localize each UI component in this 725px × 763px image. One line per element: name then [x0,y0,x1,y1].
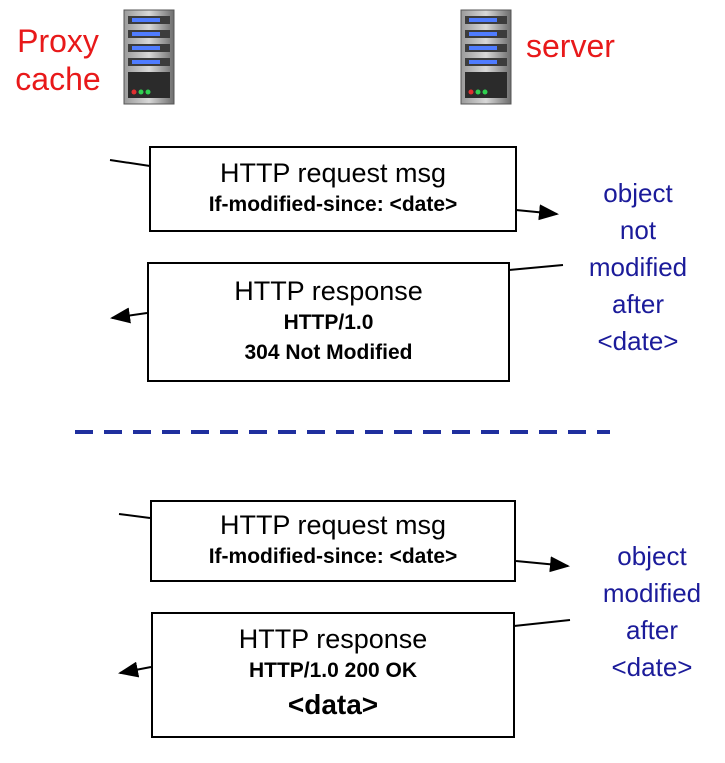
response-box-2: HTTP response HTTP/1.0 200 OK <data> [151,612,515,738]
response-arrow-out-2 [118,661,152,678]
response-line2-2: <data> [287,689,379,720]
response-line1-2: HTTP/1.0 200 OK [248,659,418,682]
response-line1-1: HTTP/1.0 [283,311,374,334]
origin-server-icon [460,9,512,105]
request-arrow-out-2 [515,556,570,573]
response-line-in-1 [508,264,564,271]
response-title-2: HTTP response [238,624,428,654]
server-note-2-line: after [625,615,679,645]
request-title-1: HTTP request msg [219,158,447,188]
server-note-1-line: not [619,215,657,245]
server-note-2-line: modified [602,578,702,608]
server-note-1-line: modified [588,252,688,282]
response-arrow-out-1 [110,307,148,324]
response-line-in-2 [513,619,571,627]
proxy-label: Proxy cache [12,22,104,98]
request-arrow-out-1 [515,204,559,221]
request-header-2: If-modified-since: <date> [208,545,458,568]
request-line-in-2 [118,513,151,519]
server-note-1: object not modified after <date> [568,175,708,360]
server-note-1-line: <date> [597,326,679,356]
proxy-label-line1: Proxy [17,23,99,59]
proxy-server-icon [123,9,175,105]
request-header-1: If-modified-since: <date> [208,193,458,216]
request-line-in-1 [109,159,151,167]
response-line2-1: 304 Not Modified [244,341,413,364]
server-note-2-line: object [617,541,687,571]
request-box-2: HTTP request msg If-modified-since: <dat… [150,500,516,582]
server-note-2: object modified after <date> [582,538,722,686]
request-box-1: HTTP request msg If-modified-since: <dat… [149,146,517,232]
response-box-1: HTTP response HTTP/1.0 304 Not Modified [147,262,510,382]
server-note-2-line: <date> [611,652,693,682]
server-label: server [526,28,615,64]
response-title-1: HTTP response [234,276,423,306]
server-note-1-line: object [603,178,673,208]
server-note-1-line: after [611,289,665,319]
proxy-label-line2: cache [15,61,101,97]
request-title-2: HTTP request msg [219,510,447,540]
